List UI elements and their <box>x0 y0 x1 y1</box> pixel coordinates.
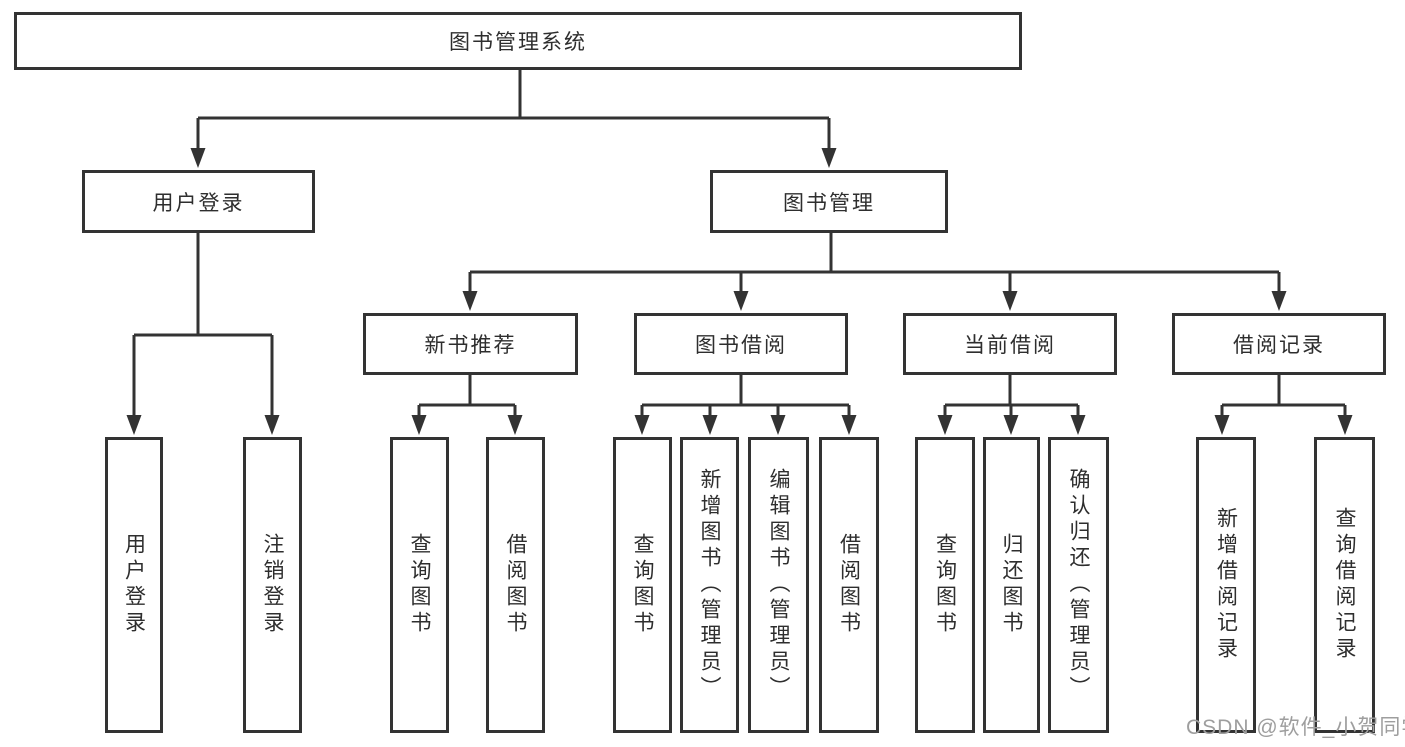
node-label: 当前借阅 <box>964 334 1056 357</box>
node-book-management: 图书管理 <box>710 170 948 233</box>
leaf-add-borrow-record: 新增借阅记录 <box>1196 437 1256 733</box>
node-current-borrowing: 当前借阅 <box>903 313 1117 375</box>
node-library-management-system: 图书管理系统 <box>14 12 1022 70</box>
leaf-return-book: 归还图书 <box>983 437 1040 733</box>
node-borrowing-records: 借阅记录 <box>1172 313 1386 375</box>
node-label: 借阅记录 <box>1233 334 1325 357</box>
node-label: 图书管理 <box>783 191 875 215</box>
node-label: 编辑图书（管理员） <box>767 468 790 702</box>
leaf-borrow-books-recommend: 借阅图书 <box>486 437 545 733</box>
node-label: 查询借阅记录 <box>1333 507 1356 663</box>
node-new-book-recommendation: 新书推荐 <box>363 313 578 375</box>
node-label: 借阅图书 <box>504 533 527 637</box>
node-label: 查询图书 <box>631 533 654 637</box>
leaf-logout: 注销登录 <box>243 437 302 733</box>
node-label: 图书管理系统 <box>449 31 587 54</box>
node-label: 确认归还（管理员） <box>1067 468 1090 702</box>
node-label: 查询图书 <box>408 533 431 637</box>
leaf-query-borrow-record: 查询借阅记录 <box>1314 437 1375 733</box>
leaf-borrow-books-borrowing: 借阅图书 <box>819 437 879 733</box>
node-label: 新书推荐 <box>424 334 517 357</box>
node-label: 查询图书 <box>933 533 957 637</box>
node-label: 借阅图书 <box>837 533 861 637</box>
leaf-query-books-recommend: 查询图书 <box>390 437 449 733</box>
leaf-query-books-borrowing: 查询图书 <box>613 437 672 733</box>
node-book-borrowing: 图书借阅 <box>634 313 848 375</box>
node-user-login: 用户登录 <box>82 170 315 233</box>
node-label: 注销登录 <box>261 533 284 637</box>
leaf-confirm-return-admin: 确认归还（管理员） <box>1048 437 1109 733</box>
leaf-edit-book-admin: 编辑图书（管理员） <box>748 437 809 733</box>
node-label: 用户登录 <box>152 191 245 215</box>
leaf-user-login: 用户登录 <box>105 437 163 733</box>
node-label: 归还图书 <box>1000 533 1023 637</box>
node-label: 图书借阅 <box>695 334 787 357</box>
node-label: 用户登录 <box>122 533 146 637</box>
arrowheads <box>126 148 1353 435</box>
leaf-query-books-current: 查询图书 <box>915 437 975 733</box>
csdn-watermark: CSDN @软件_小贺同学 <box>1186 716 1405 739</box>
node-label: 新增图书（管理员） <box>698 468 721 702</box>
node-label: 新增借阅记录 <box>1214 507 1238 663</box>
leaf-add-book-admin: 新增图书（管理员） <box>680 437 739 733</box>
